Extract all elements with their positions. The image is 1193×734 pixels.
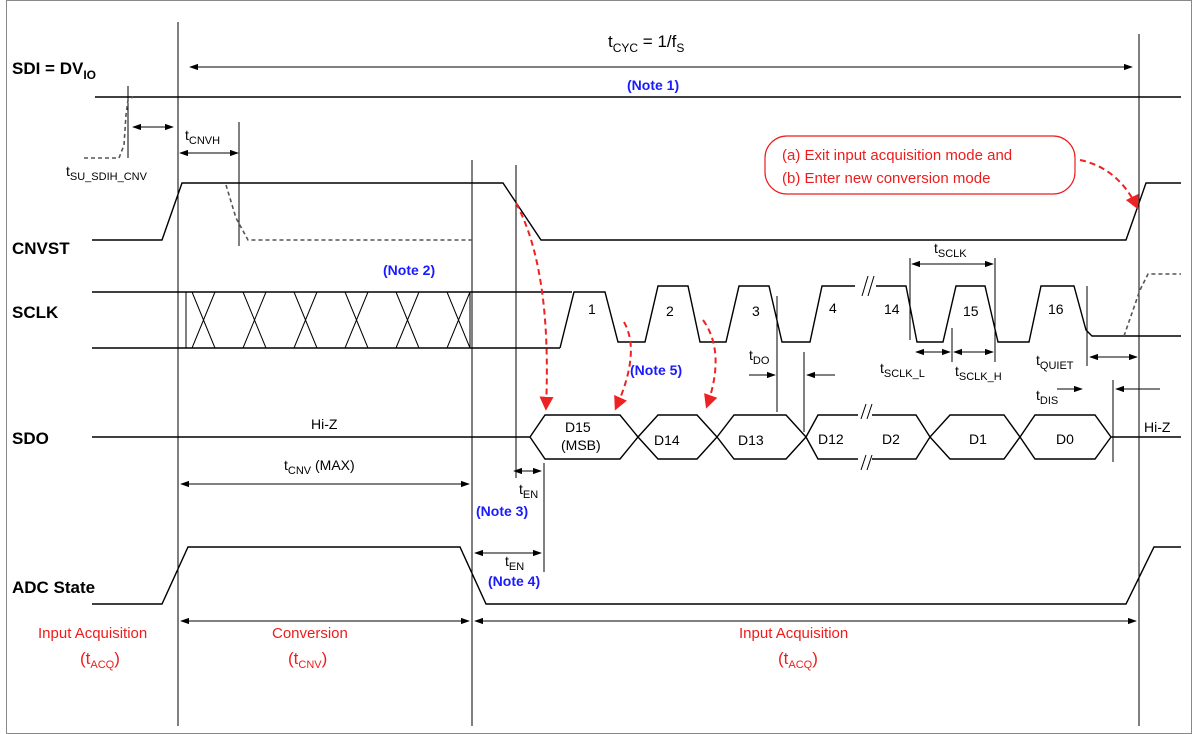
tdis-label: tDIS bbox=[1036, 387, 1058, 407]
tdo-label: tDO bbox=[749, 347, 770, 367]
sclk-next-dashed bbox=[1123, 273, 1181, 337]
sclk-pulse-2: 2 bbox=[666, 303, 674, 319]
sdo-hiz-left: Hi-Z bbox=[311, 416, 338, 432]
cnvst-to-sdo-arrow bbox=[515, 202, 554, 411]
sclk-pulse-4: 4 bbox=[829, 300, 837, 316]
tsu-label: tSU_SDIH_CNV bbox=[66, 163, 148, 183]
phase-input-acq-right: Input Acquisition bbox=[739, 625, 848, 642]
phase-tacq-left: (tACQ) bbox=[80, 649, 120, 671]
cnvst-label: CNVST bbox=[12, 239, 70, 258]
sdo-hiz-right: Hi-Z bbox=[1144, 419, 1171, 435]
sdo-bit-d1: D1 bbox=[969, 431, 987, 447]
sdo-bit-d12: D12 bbox=[818, 431, 844, 447]
sdo-bit-d2: D2 bbox=[882, 431, 900, 447]
sdo-bit-d0: D0 bbox=[1056, 431, 1074, 447]
sdi-rise-dashed bbox=[84, 96, 134, 159]
phase-tacq-right: (tACQ) bbox=[778, 649, 818, 671]
phase-tcnv: (tCNV) bbox=[288, 649, 327, 671]
tquiet-label: tQUIET bbox=[1036, 352, 1074, 372]
sclk-pulse-1: 1 bbox=[588, 301, 596, 317]
sclk-dont-care-crossings bbox=[185, 291, 471, 349]
sclk-pulse-14: 14 bbox=[884, 301, 900, 317]
callout-box bbox=[764, 135, 1076, 195]
sdo-bit-d13: D13 bbox=[738, 432, 764, 448]
adc-state-waveform bbox=[92, 546, 1181, 605]
sdo-label: SDO bbox=[12, 429, 49, 448]
sdo-d15: D15 bbox=[565, 419, 591, 435]
sclk-pulse-16: 16 bbox=[1048, 301, 1064, 317]
ten1-label: tEN bbox=[519, 481, 538, 501]
note5-label: (Note 5) bbox=[630, 362, 682, 378]
sdo-break bbox=[860, 403, 873, 471]
adc-state-label: ADC State bbox=[12, 578, 95, 597]
sdo-data-waveform-2 bbox=[872, 414, 1181, 460]
note2-label: (Note 2) bbox=[383, 262, 435, 278]
sclk-pulse-15: 15 bbox=[963, 303, 979, 319]
phase-conversion: Conversion bbox=[272, 625, 348, 642]
phase-input-acq-left: Input Acquisition bbox=[38, 625, 147, 642]
callout-line2: (b) Enter new conversion mode bbox=[782, 170, 990, 187]
sdo-data-waveform bbox=[529, 414, 858, 460]
sclk-label: SCLK bbox=[12, 303, 59, 322]
sclk-pulse-3: 3 bbox=[752, 303, 760, 319]
sdi-label: SDI = DVIO bbox=[12, 59, 96, 82]
tsclk-h-label: tSCLK_H bbox=[955, 363, 1002, 383]
note1-label: (Note 1) bbox=[627, 77, 679, 93]
sclk-break bbox=[861, 275, 875, 297]
tcyc-label: tCYC = 1/fS bbox=[608, 32, 684, 55]
note3-label: (Note 3) bbox=[476, 503, 528, 519]
tcnv-max-label: tCNV (MAX) bbox=[284, 457, 355, 477]
diagram-border bbox=[6, 0, 1192, 734]
callout-arrow bbox=[1079, 159, 1139, 210]
ten2-label: tEN bbox=[505, 553, 524, 573]
sdo-msb: (MSB) bbox=[561, 437, 601, 453]
tsclk-l-label: tSCLK_L bbox=[880, 360, 925, 380]
note5-arrow-d14 bbox=[702, 319, 718, 409]
sdo-bit-d14: D14 bbox=[654, 432, 680, 448]
note4-label: (Note 4) bbox=[488, 573, 540, 589]
note5-arrow-d15 bbox=[614, 321, 632, 411]
tsclk-label: tSCLK bbox=[934, 240, 967, 260]
cnvst-fall-dashed bbox=[225, 184, 472, 241]
tcnvh-label: tCNVH bbox=[185, 127, 220, 147]
cnvst-waveform bbox=[92, 182, 1181, 241]
sclk-waveform bbox=[559, 285, 855, 349]
callout-line1: (a) Exit input acquisition mode and bbox=[782, 147, 1012, 164]
sclk-waveform-2 bbox=[876, 285, 1181, 343]
